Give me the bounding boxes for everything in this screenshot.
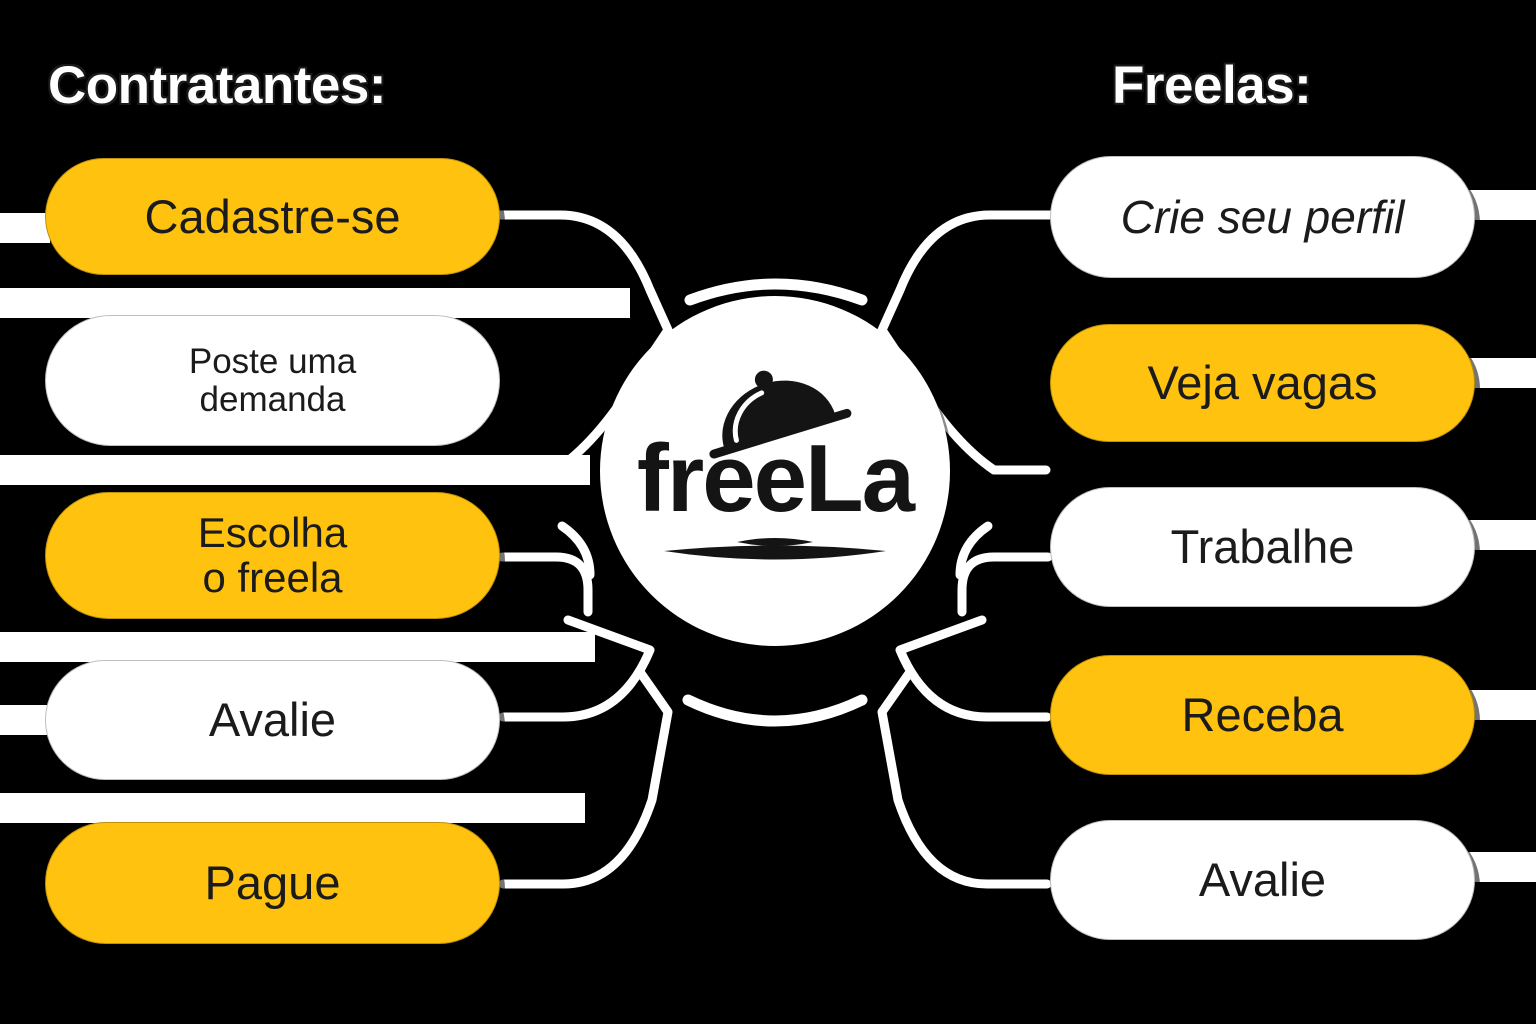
pill-label: Receba bbox=[1181, 688, 1344, 742]
plate-icon bbox=[664, 538, 886, 560]
column-heading-contratantes: Contratantes: bbox=[48, 56, 387, 115]
step-pill-trabalhe[interactable]: Trabalhe bbox=[1050, 487, 1475, 607]
step-pill-avalie-contratante[interactable]: Avalie bbox=[45, 660, 500, 780]
wire-right-mid-b bbox=[955, 521, 993, 580]
step-pill-poste-uma-demanda[interactable]: Poste uma demanda bbox=[45, 315, 500, 446]
background-band bbox=[0, 288, 630, 318]
freela-logo-disc[interactable]: freeLa bbox=[600, 296, 950, 646]
freela-logo-mark: freeLa bbox=[637, 370, 918, 560]
pill-label: Pague bbox=[204, 856, 341, 910]
wire-left-mid-b bbox=[557, 521, 595, 580]
column-heading-freelas: Freelas: bbox=[1112, 56, 1312, 115]
step-pill-receba[interactable]: Receba bbox=[1050, 655, 1475, 775]
background-band bbox=[0, 455, 590, 485]
wire-left-mid-a bbox=[497, 552, 593, 617]
wire-right-bottom bbox=[877, 667, 1052, 889]
background-band bbox=[0, 632, 595, 662]
background-band bbox=[0, 793, 585, 823]
step-pill-crie-seu-perfil[interactable]: Crie seu perfil bbox=[1050, 156, 1475, 278]
background-band bbox=[0, 213, 50, 243]
ring-arc-bottom bbox=[682, 694, 868, 727]
pill-label: Avalie bbox=[1198, 853, 1327, 907]
pill-label: Crie seu perfil bbox=[1120, 190, 1405, 243]
pill-label: Avalie bbox=[208, 693, 337, 747]
step-pill-pague[interactable]: Pague bbox=[45, 822, 500, 944]
step-pill-cadastre-se[interactable]: Cadastre-se bbox=[45, 158, 500, 275]
pill-label: Escolha o freela bbox=[197, 508, 348, 601]
pill-label: Poste uma demanda bbox=[188, 342, 357, 419]
pill-label: Veja vagas bbox=[1147, 356, 1378, 410]
logo-wordmark: freeLa bbox=[637, 425, 916, 532]
pill-label: Trabalhe bbox=[1170, 520, 1355, 574]
step-pill-escolha-o-freela[interactable]: Escolha o freela bbox=[45, 492, 500, 619]
wire-right-mid-a bbox=[957, 552, 1053, 617]
cloche-icon bbox=[709, 370, 852, 459]
pill-label: Cadastre-se bbox=[144, 189, 401, 243]
step-pill-veja-vagas[interactable]: Veja vagas bbox=[1050, 324, 1475, 442]
background-band bbox=[0, 705, 50, 735]
wire-left-bottom bbox=[498, 667, 673, 889]
step-pill-avalie-freela[interactable]: Avalie bbox=[1050, 820, 1475, 940]
